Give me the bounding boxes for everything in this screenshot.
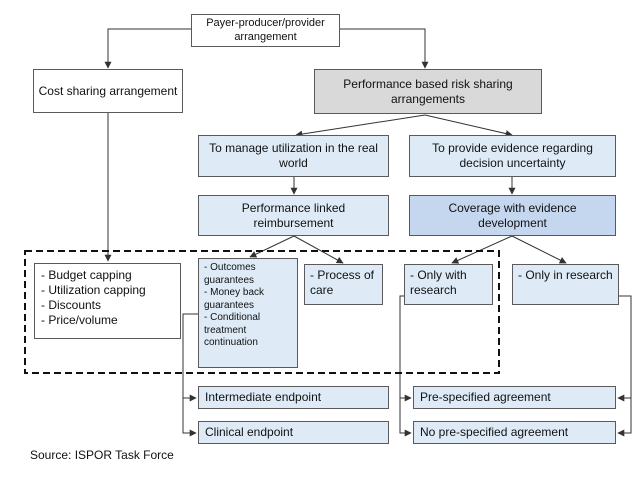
- list-item: - Conditional treatment continuation: [204, 312, 261, 348]
- performance-box: Performance based risk sharing arrangeme…: [314, 69, 542, 114]
- cost-sharing-box: Cost sharing arrangement: [33, 69, 183, 113]
- outcomes-box: - Outcomes guarantees - Money back guara…: [198, 258, 298, 368]
- arrow-with-to-noprespecified: [399, 398, 412, 437]
- arrow-root-to-performance: [340, 28, 429, 69]
- list-item: - Outcomes guarantees: [204, 262, 256, 286]
- list-item: - Discounts: [41, 298, 102, 312]
- provide-evidence-label: To provide evidence regarding decision u…: [432, 141, 593, 170]
- list-item: - Price/volume: [41, 313, 118, 327]
- cost-sharing-label: Cost sharing arrangement: [38, 83, 178, 98]
- prespecified-agreement-box: Pre-specified agreement: [413, 386, 616, 409]
- coverage-evidence-label: Coverage with evidence development: [448, 200, 577, 230]
- intermediate-endpoint-box: Intermediate endpoint: [198, 386, 389, 409]
- arrow-linked-to-outcomes: [249, 235, 295, 258]
- clinical-endpoint-box: Clinical endpoint: [198, 421, 389, 444]
- arrow-root-to-cost: [104, 28, 191, 69]
- process-of-care-box: - Process of care: [304, 264, 383, 305]
- arrow-coverage-to-in: [511, 235, 567, 264]
- no-prespecified-agreement-box: No pre-specified agreement: [413, 421, 616, 444]
- only-in-research-box: - Only in research: [512, 264, 619, 305]
- provide-evidence-box: To provide evidence regarding decision u…: [409, 135, 616, 177]
- arrow-with-to-prespecified: [399, 295, 412, 402]
- arrow-in-to-noprespecified: [617, 398, 632, 437]
- prespecified-agreement-label: Pre-specified agreement: [420, 390, 551, 404]
- only-in-research-label: - Only in research: [518, 268, 613, 282]
- manage-utilization-box: To manage utilization in the real world: [198, 135, 389, 177]
- outcomes-list: - Outcomes guarantees - Money back guara…: [204, 262, 292, 350]
- performance-linked-label: Performance linked reimbursement: [241, 200, 346, 230]
- root-box: Payer-producer/provider arrangement: [191, 14, 340, 47]
- arrow-linked-to-process: [293, 235, 344, 264]
- cost-sharing-list: - Budget capping - Utilization capping -…: [41, 268, 146, 328]
- coverage-evidence-box: Coverage with evidence development: [409, 195, 616, 236]
- intermediate-endpoint-label: Intermediate endpoint: [205, 390, 322, 404]
- process-of-care-label: - Process of care: [310, 268, 375, 297]
- list-item: - Budget capping: [41, 268, 132, 282]
- arrow-coverage-to-with: [451, 235, 513, 264]
- arrow-outcomes-to-clinical: [182, 398, 197, 437]
- no-prespecified-agreement-label: No pre-specified agreement: [420, 425, 569, 439]
- list-item: - Money back guarantees: [204, 287, 265, 311]
- only-with-research-label: - Only with research: [410, 268, 467, 297]
- performance-label: Performance based risk sharing arrangeme…: [343, 76, 513, 106]
- clinical-endpoint-label: Clinical endpoint: [205, 425, 294, 439]
- source-caption: Source: ISPOR Task Force: [30, 448, 174, 462]
- arrow-outcomes-to-intermediate: [182, 313, 198, 402]
- arrow-perf-to-evidence: [424, 114, 513, 137]
- cost-sharing-items-box: - Budget capping - Utilization capping -…: [34, 263, 181, 339]
- list-item: - Utilization capping: [41, 283, 146, 297]
- performance-linked-box: Performance linked reimbursement: [198, 195, 389, 236]
- only-with-research-box: - Only with research: [404, 264, 493, 305]
- arrow-in-to-prespecified: [617, 295, 632, 402]
- arrow-perf-to-manage: [295, 114, 426, 138]
- dashed-group-border: [24, 250, 500, 374]
- manage-utilization-label: To manage utilization in the real world: [209, 141, 378, 170]
- root-label: Payer-producer/provider arrangement: [206, 16, 325, 43]
